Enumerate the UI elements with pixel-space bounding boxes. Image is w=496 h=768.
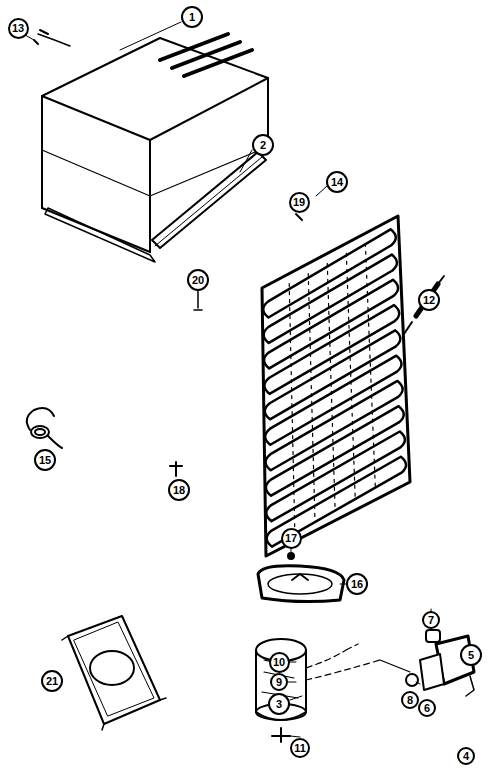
compressor bbox=[256, 639, 410, 742]
callout-circle: 18 bbox=[168, 479, 190, 501]
callout-number: 19 bbox=[293, 197, 305, 208]
evaporator-coil bbox=[262, 216, 410, 556]
callout-circle: 16 bbox=[346, 573, 368, 595]
mounting-plate bbox=[62, 616, 166, 730]
callout-circle: 9 bbox=[270, 673, 288, 691]
callout-number: 11 bbox=[294, 743, 306, 754]
callout-number: 3 bbox=[276, 699, 282, 710]
callout-circle: 13 bbox=[8, 18, 29, 39]
callout-circle: 6 bbox=[418, 699, 436, 717]
callout-number: 12 bbox=[423, 295, 435, 306]
callout-number: 2 bbox=[260, 140, 266, 151]
callout-circle: 11 bbox=[290, 738, 310, 758]
callout-number: 1 bbox=[189, 12, 195, 23]
callout-circle: 15 bbox=[34, 449, 56, 471]
callout-number: 15 bbox=[39, 455, 51, 466]
wire-harness bbox=[27, 408, 62, 448]
callout-number: 13 bbox=[12, 23, 24, 34]
cabinet-liner bbox=[38, 34, 268, 262]
callout-circle: 20 bbox=[187, 269, 209, 291]
callout-circle: 21 bbox=[41, 670, 63, 692]
callout-circle: 5 bbox=[460, 644, 482, 666]
callout-number: 4 bbox=[463, 751, 469, 762]
callout-circle: 7 bbox=[422, 611, 440, 629]
callout-number: 6 bbox=[424, 703, 430, 714]
callout-number: 16 bbox=[351, 579, 363, 590]
callout-number: 7 bbox=[428, 615, 434, 626]
callout-number: 5 bbox=[468, 650, 474, 661]
callout-circle: 17 bbox=[281, 528, 302, 549]
callout-number: 9 bbox=[276, 677, 282, 688]
compressor-cover bbox=[258, 553, 344, 602]
callout-circle: 3 bbox=[268, 693, 290, 715]
callout-number: 17 bbox=[285, 533, 297, 544]
callout-number: 18 bbox=[173, 485, 185, 496]
callout-number: 20 bbox=[192, 275, 204, 286]
callout-circle: 2 bbox=[252, 134, 274, 156]
callout-circle: 8 bbox=[401, 691, 419, 709]
leader-lines bbox=[18, 22, 470, 737]
drier bbox=[404, 276, 444, 334]
breaker-strip bbox=[152, 152, 266, 248]
callout-number: 10 bbox=[273, 657, 285, 668]
callout-number: 14 bbox=[331, 177, 343, 188]
callout-number: 8 bbox=[407, 695, 413, 706]
callout-circle: 4 bbox=[457, 747, 475, 765]
callout-circle: 12 bbox=[418, 289, 440, 311]
callout-circle: 19 bbox=[289, 192, 310, 213]
callout-circle: 1 bbox=[181, 6, 203, 28]
callout-number: 21 bbox=[46, 676, 58, 687]
callout-circle: 14 bbox=[326, 171, 348, 193]
callout-circle: 10 bbox=[269, 652, 290, 673]
